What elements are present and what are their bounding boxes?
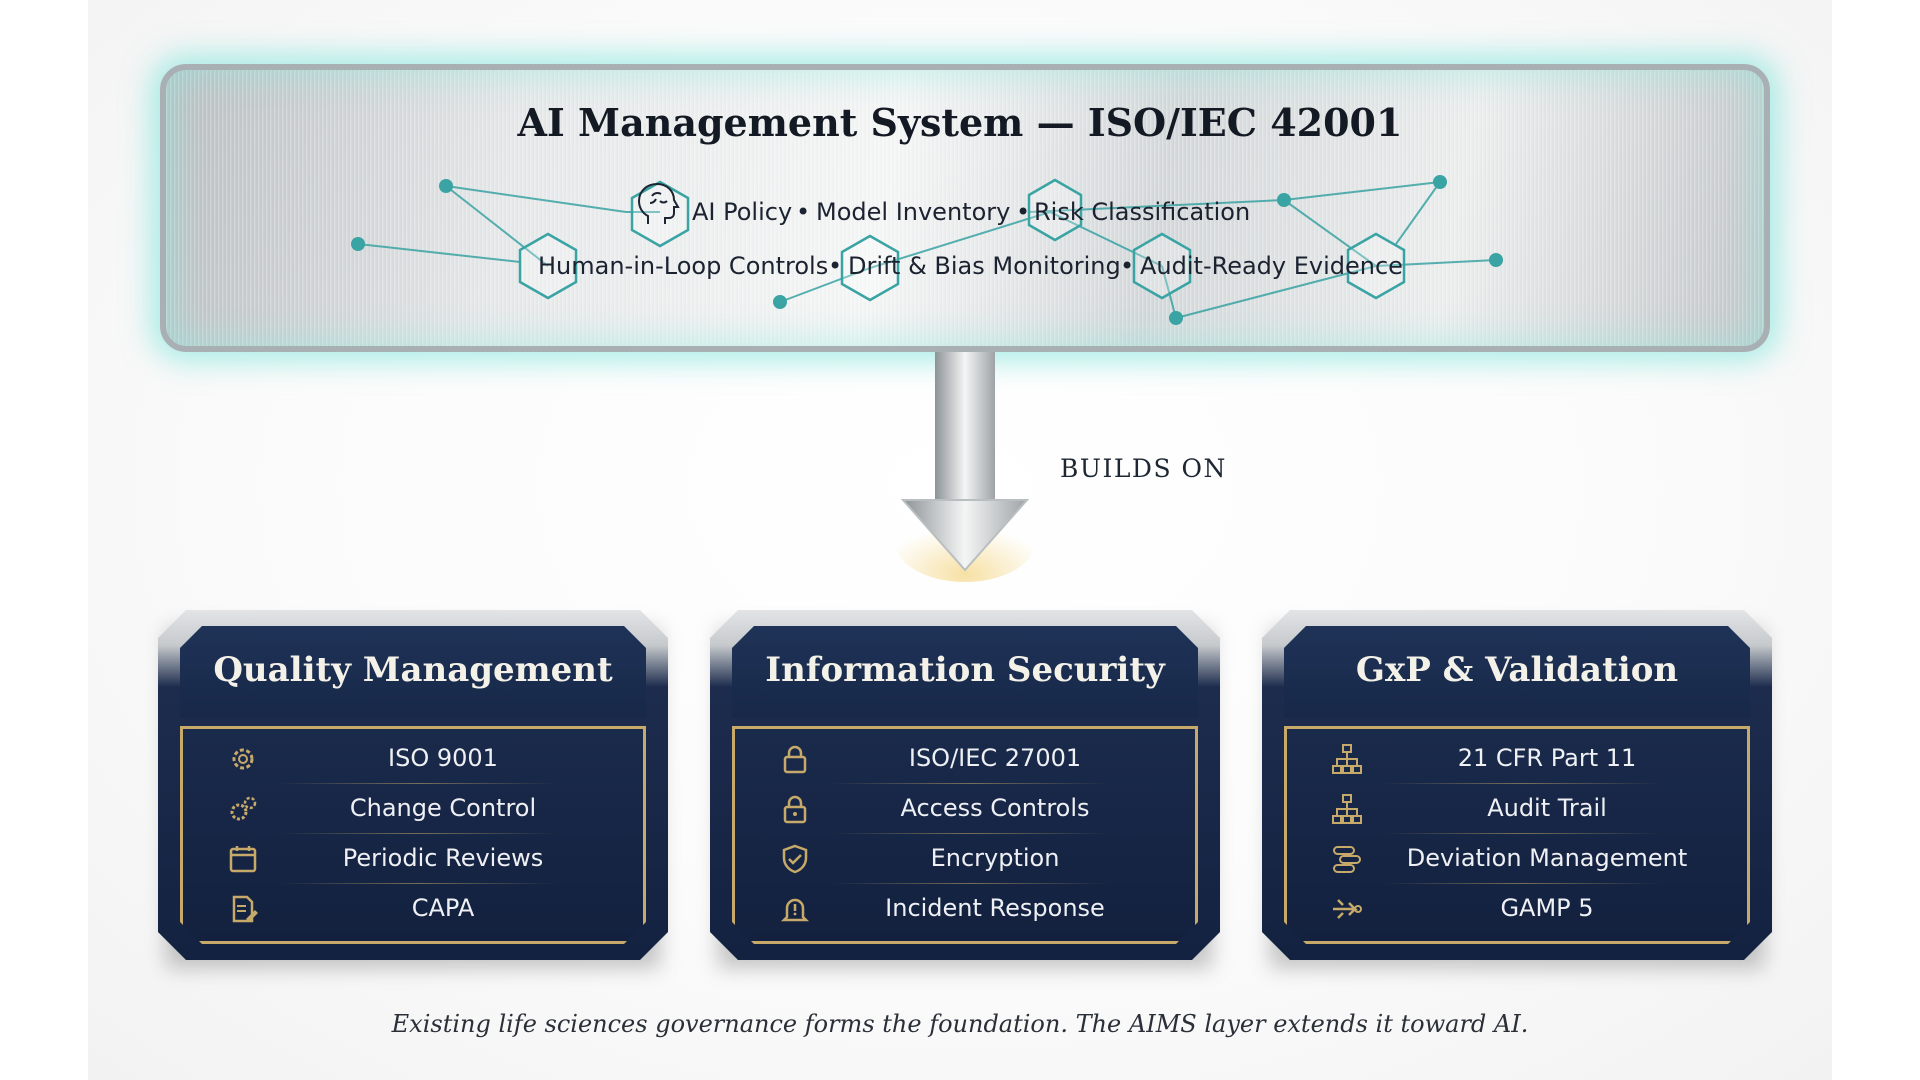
network-graphic [351,175,1503,325]
card-title: Information Security [765,650,1165,690]
list-item: 21 CFR Part 11 [1262,734,1772,784]
hex-node [630,180,690,248]
document-edit-icon [232,895,258,923]
flow-steps-icon [1333,846,1361,873]
padlock-icon [783,745,807,774]
list-item: CAPA [158,884,668,934]
card-body [732,726,1198,944]
list-item: Access Controls [710,784,1220,834]
padlock-icon [783,795,807,824]
list-item: Deviation Management [1262,834,1772,884]
aims-feature-ai-policy: AI Policy [692,198,793,226]
list-item: Encryption [710,834,1220,884]
card-body [180,726,646,944]
aims-title: AI Management System — ISO/IEC 42001 [517,100,1403,145]
list-item: ISO/IEC 27001 [710,734,1220,784]
card-title: Quality Management [213,650,613,690]
list-item: Incident Response [710,884,1220,934]
list-item: GAMP 5 [1262,884,1772,934]
gears-icon [230,796,257,821]
gear-icon [232,748,254,770]
calendar-icon [229,846,257,873]
hex-node [1132,232,1192,300]
foundation-card-gxp: GxP & Validation 21 CFR Part 11 Audit Tr… [1262,610,1772,968]
foundation-card-infosec: Information Security ISO/IEC 27001 Acces… [710,610,1220,968]
list-item: Change Control [158,784,668,834]
process-arrow-icon [1333,899,1362,919]
builds-on-label: BUILDS ON [1060,454,1227,483]
aims-feature-human-in-loop: Human-in-Loop Controls [538,252,829,280]
brain-head-icon [637,182,680,224]
feature-separator: • [828,252,843,280]
list-item: Periodic Reviews [158,834,668,884]
shield-check-icon [782,844,808,874]
alert-bell-icon [780,898,810,922]
hex-node [1027,178,1083,242]
builds-on-arrow-icon [895,352,1035,582]
footer-caption: Existing life sciences governance forms … [391,1010,1529,1038]
list-item: ISO 9001 [158,734,668,784]
aims-feature-model-inventory: Model Inventory [816,198,1011,226]
foundation-card-quality: Quality Management ISO 9001 Change Contr… [158,610,668,968]
hex-node [840,234,900,302]
feature-separator: • [1016,198,1031,226]
list-item: Audit Trail [1262,784,1772,834]
hex-node [518,232,578,300]
aims-feature-risk-classification: Risk Classification [1034,198,1251,226]
aims-panel [160,64,1770,352]
hierarchy-icon [1332,794,1362,824]
hierarchy-icon [1332,744,1362,774]
hex-node [1346,232,1406,300]
card-title: GxP & Validation [1355,650,1679,690]
feature-separator: • [1120,252,1135,280]
aims-feature-audit-evidence: Audit-Ready Evidence [1140,252,1403,280]
feature-separator: • [796,198,811,226]
aims-feature-drift-bias: Drift & Bias Monitoring [848,252,1121,280]
